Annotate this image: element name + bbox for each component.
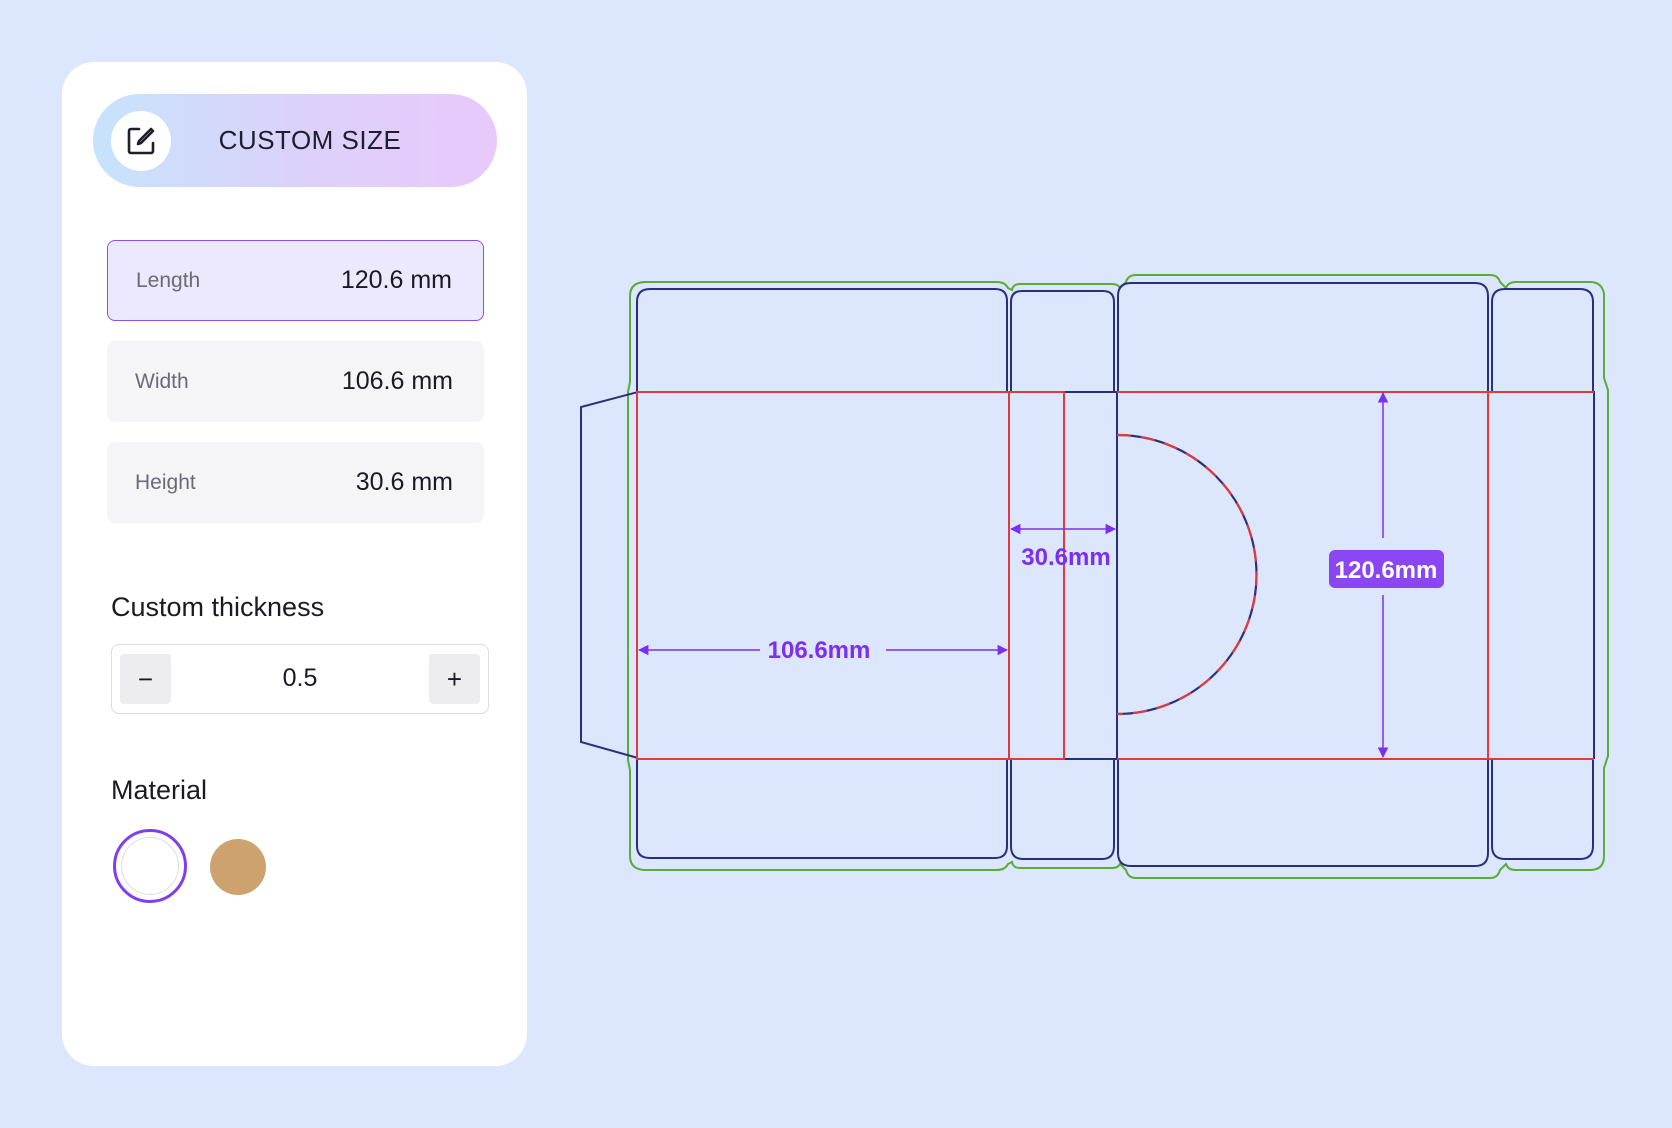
height-dimension: 30.6mm [1009, 523, 1117, 571]
edit-icon [111, 111, 171, 171]
height-field[interactable]: Height 30.6 mm [107, 442, 484, 523]
thickness-value[interactable]: 0.5 [282, 664, 318, 692]
length-dimension-badge [1329, 550, 1444, 588]
custom-size-panel: CUSTOM SIZE Length 120.6 mm Width 106.6 … [62, 62, 527, 1066]
length-dimension: 120.6mm [1329, 391, 1444, 759]
thumb-notch [1116, 433, 1258, 716]
custom-size-title: CUSTOM SIZE [218, 125, 402, 155]
thumb-notch-fold [1116, 433, 1258, 716]
width-dimension: 106.6mm [637, 637, 1009, 664]
increment-button[interactable]: + [429, 654, 480, 704]
width-label: Width [135, 369, 189, 393]
length-value: 120.6 mm [340, 266, 452, 294]
fold-lines [636, 391, 1594, 760]
length-label: Length [136, 268, 201, 292]
thickness-stepper: 0.5 − + [111, 644, 489, 714]
length-field[interactable]: Length 120.6 mm [107, 240, 484, 321]
height-value: 30.6 mm [355, 468, 453, 496]
width-value: 106.6 mm [341, 367, 453, 395]
width-dimension-label: 106.6mm [768, 637, 871, 664]
height-dimension-label: 30.6mm [1021, 544, 1110, 571]
bleed-outline [627, 274, 1609, 879]
decrement-button[interactable]: − [120, 654, 171, 704]
width-field[interactable]: Width 106.6 mm [107, 341, 484, 422]
custom-size-header[interactable]: CUSTOM SIZE [93, 94, 497, 187]
height-label: Height [135, 470, 196, 494]
thickness-title: Custom thickness [111, 592, 325, 622]
material-title: Material [111, 775, 208, 805]
length-dimension-label: 120.6mm [1335, 557, 1438, 584]
cut-lines [580, 282, 1595, 867]
material-swatch-white[interactable] [113, 829, 187, 903]
material-swatch-kraft[interactable] [210, 839, 266, 895]
white-swatch-fill [121, 837, 179, 895]
